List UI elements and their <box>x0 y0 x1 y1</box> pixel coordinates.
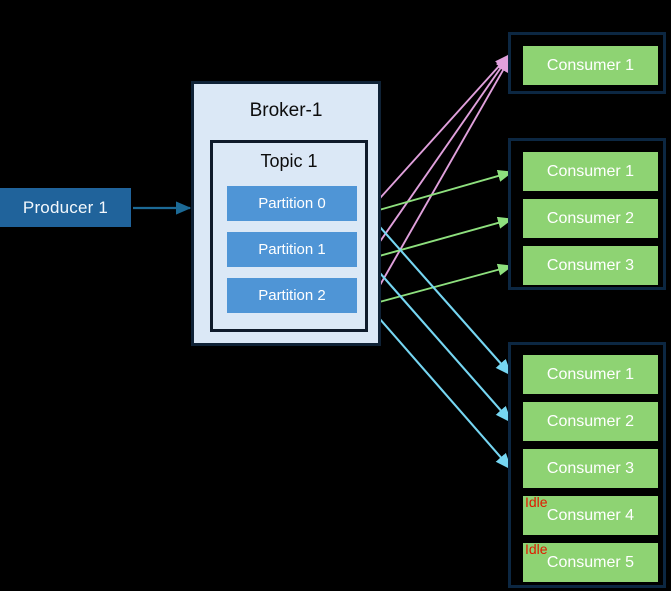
partition-0-label: Partition 0 <box>258 195 326 212</box>
consumer-group-2-consumer-2[interactable]: Consumer 2 <box>523 199 658 238</box>
partition-1[interactable]: Partition 1 <box>227 232 357 267</box>
consumer-group-3-consumer-3[interactable]: Consumer 3 <box>523 449 658 488</box>
topic-title: Topic 1 <box>260 151 318 171</box>
partition-1-label: Partition 1 <box>258 241 326 258</box>
consumer-label: Consumer 5 <box>546 553 635 571</box>
consumer-label: Consumer 2 <box>546 209 635 227</box>
consumer-label: Consumer 1 <box>546 56 635 74</box>
idle-badge-consumer-4: Idle <box>525 494 548 510</box>
link-p0-to-group3-consumer1 <box>371 217 512 376</box>
producer-box[interactable]: Producer 1 <box>0 188 131 227</box>
consumer-group-1-consumer-1[interactable]: Consumer 1 <box>523 46 658 85</box>
consumer-label: Consumer 1 <box>546 365 635 383</box>
idle-badge-consumer-5: Idle <box>525 541 548 557</box>
link-p1-to-group2-consumer2 <box>371 216 514 259</box>
consumer-group-2-consumer-1[interactable]: Consumer 1 <box>523 152 658 191</box>
consumer-group-2[interactable]: Consumer 1 Consumer 2 Consumer 3 <box>508 138 666 290</box>
link-p2-to-group3-consumer3 <box>371 309 512 470</box>
topic-box[interactable]: Topic 1 Partition 0 Partition 1 Partitio… <box>210 140 368 332</box>
consumer-group-2-consumer-3[interactable]: Consumer 3 <box>523 246 658 285</box>
broker-box[interactable]: Broker-1 Topic 1 Partition 0 Partition 1… <box>191 81 381 346</box>
consumer-group-3-consumer-4[interactable]: Idle Consumer 4 <box>523 494 658 535</box>
producer-label: Producer 1 <box>22 197 109 217</box>
link-p0-to-group1-consumer1 <box>371 54 510 208</box>
consumer-label: Consumer 3 <box>546 459 635 477</box>
broker-title: Broker-1 <box>249 100 323 121</box>
consumer-label: Consumer 1 <box>546 162 635 180</box>
partition-0[interactable]: Partition 0 <box>227 186 357 221</box>
consumer-group-3-consumer-1[interactable]: Consumer 1 <box>523 355 658 394</box>
link-p0-to-group2-consumer1 <box>371 170 514 213</box>
consumer-label: Consumer 3 <box>546 256 635 274</box>
link-p2-to-group1-consumer1 <box>371 57 511 300</box>
link-p1-to-group3-consumer2 <box>371 263 512 423</box>
consumer-group-3-consumer-2[interactable]: Consumer 2 <box>523 402 658 441</box>
consumer-group-3[interactable]: Consumer 1 Consumer 2 Consumer 3 Idle Co… <box>508 342 666 588</box>
partition-2-label: Partition 2 <box>258 287 326 304</box>
partition-2[interactable]: Partition 2 <box>227 278 357 313</box>
link-p2-to-group2-consumer3 <box>371 263 514 305</box>
consumer-group-1[interactable]: Consumer 1 <box>508 32 666 94</box>
consumer-label: Consumer 2 <box>546 412 635 430</box>
consumer-label: Consumer 4 <box>546 506 635 524</box>
link-p1-to-group1-consumer1 <box>371 55 510 254</box>
consumer-group-3-consumer-5[interactable]: Idle Consumer 5 <box>523 541 658 582</box>
